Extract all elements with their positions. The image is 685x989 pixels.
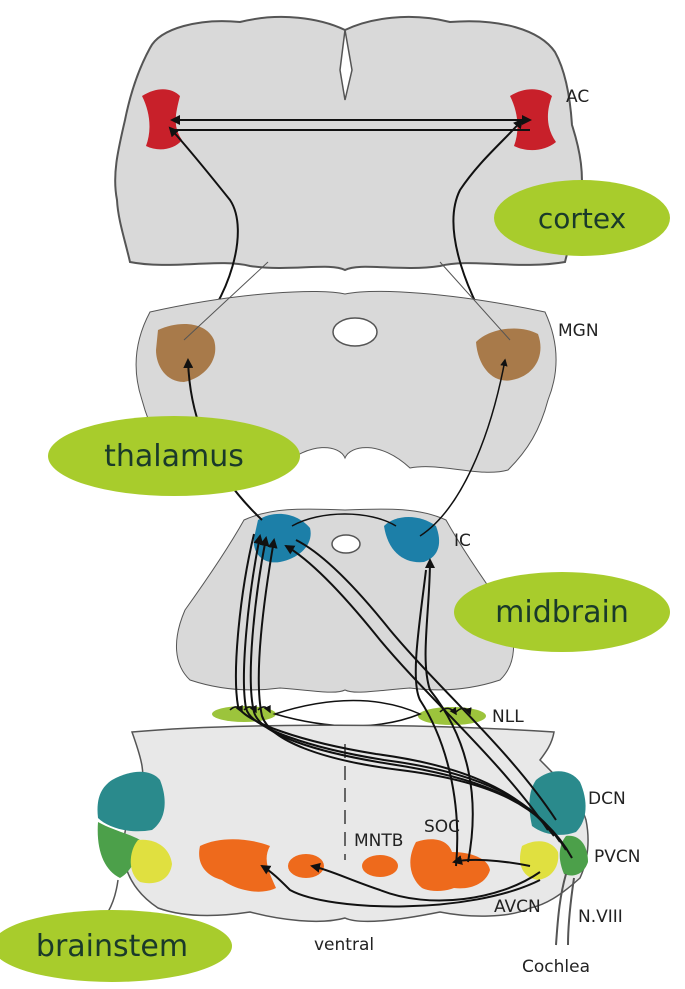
- avcn-right: [519, 841, 559, 880]
- mntb-left: [288, 854, 324, 878]
- label-nll: NLL: [492, 707, 524, 727]
- label-avcn: AVCN: [494, 897, 541, 917]
- label-cortex: cortex: [494, 180, 670, 256]
- mgn-cortex-right-thin: [439, 261, 511, 341]
- pvcn-right: [559, 835, 588, 876]
- ic-to-mgn-right: [419, 358, 508, 537]
- mntb-right: [362, 855, 398, 877]
- nll-commissure: [272, 699, 422, 727]
- label-brainstem-text: brainstem: [36, 929, 188, 964]
- n8-right-b: [567, 877, 575, 946]
- brainstem-section: [97, 533, 589, 946]
- cortex-sulcus: [339, 29, 353, 101]
- avcn-left: [130, 839, 172, 884]
- label-soc: SOC: [424, 817, 460, 837]
- ic-right: [384, 517, 440, 563]
- label-cochlea: Cochlea: [522, 957, 590, 977]
- cortex-slice: [114, 15, 583, 272]
- pvcn-left: [97, 822, 140, 878]
- label-ic: IC: [454, 531, 471, 551]
- label-ventral: ventral: [314, 935, 374, 955]
- ascending-fibers: [234, 533, 573, 908]
- midbrain-aqueduct: [331, 534, 361, 554]
- n8-right: [555, 873, 567, 946]
- label-thalamus-text: thalamus: [104, 439, 244, 474]
- dcn-right: [529, 771, 586, 835]
- n8-left: [107, 879, 119, 913]
- label-midbrain-text: midbrain: [495, 595, 629, 630]
- cortex-section: [114, 15, 583, 343]
- label-midbrain: midbrain: [454, 572, 670, 652]
- ac-right: [510, 89, 556, 151]
- nll-fibers: [229, 704, 472, 716]
- label-n8: N.VIII: [578, 907, 623, 927]
- mgn-left: [156, 324, 216, 382]
- label-cortex-text: cortex: [538, 202, 626, 235]
- label-thalamus: thalamus: [48, 416, 300, 496]
- soc-right: [410, 839, 490, 891]
- label-pvcn: PVCN: [594, 847, 640, 867]
- thalamus-ventricle: [332, 317, 378, 347]
- label-brainstem: brainstem: [0, 910, 232, 982]
- mgn-cortex-left-thin: [183, 261, 269, 341]
- label-mntb: MNTB: [354, 831, 403, 851]
- label-dcn: DCN: [588, 789, 626, 809]
- mgn-right: [476, 328, 541, 381]
- dcn-left: [97, 771, 165, 832]
- label-mgn: MGN: [558, 321, 599, 341]
- soc-left: [199, 839, 276, 892]
- ic-commissure: [291, 513, 397, 527]
- label-ac: AC: [566, 87, 589, 107]
- ic-left: [253, 513, 311, 563]
